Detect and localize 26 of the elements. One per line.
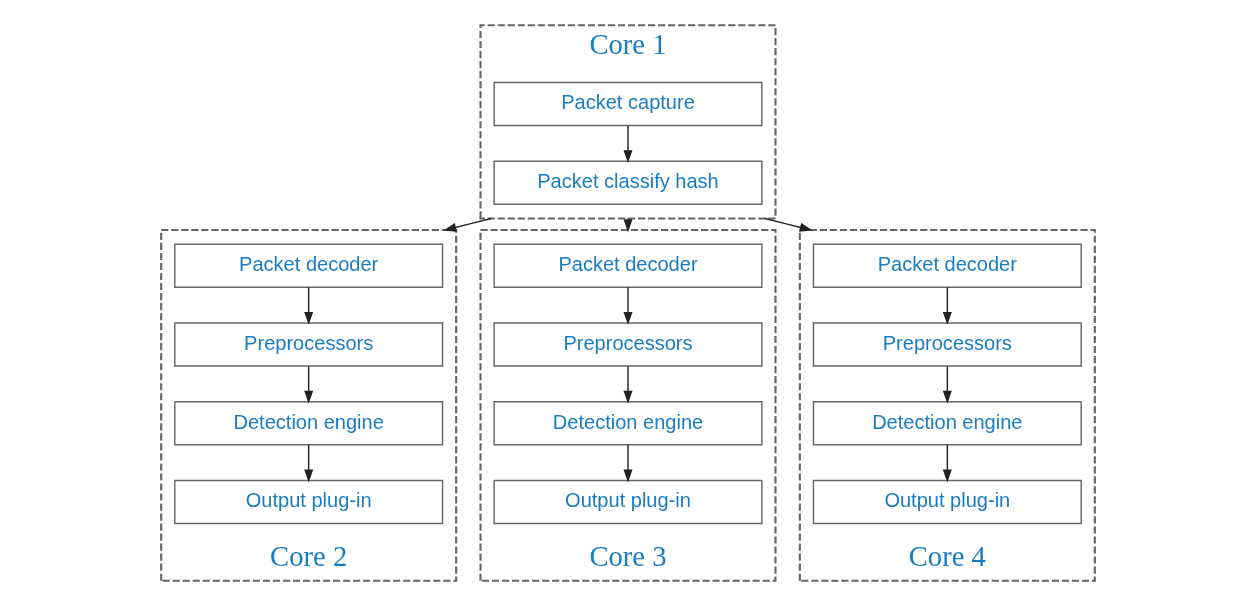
node-box: Preprocessors <box>173 322 443 367</box>
node-box: Detection engine <box>812 401 1082 446</box>
node-box: Packet decoder <box>812 243 1082 288</box>
node-box: Packet capture <box>492 81 763 127</box>
arrow <box>763 217 813 232</box>
node-box: Detection engine <box>492 401 763 446</box>
arrow <box>303 286 313 325</box>
node-box: Detection engine <box>173 401 443 446</box>
arrow <box>623 125 632 164</box>
node-box: Preprocessors <box>492 322 763 367</box>
arrow <box>942 444 952 483</box>
arrow <box>623 444 632 483</box>
arrow <box>442 217 492 232</box>
arrow <box>303 365 313 404</box>
node-box: Packet decoder <box>492 243 763 288</box>
arrow <box>623 365 632 404</box>
node-box: Packet decoder <box>173 243 443 288</box>
node-box: Preprocessors <box>812 322 1082 367</box>
node-box: Output plug-in <box>812 479 1082 525</box>
arrow <box>942 286 952 325</box>
node-box: Packet classify hash <box>492 160 763 205</box>
arrow <box>303 444 313 483</box>
node-box: Output plug-in <box>173 479 443 525</box>
arrow <box>623 286 632 325</box>
arrow <box>942 365 952 404</box>
node-box: Output plug-in <box>492 479 763 525</box>
